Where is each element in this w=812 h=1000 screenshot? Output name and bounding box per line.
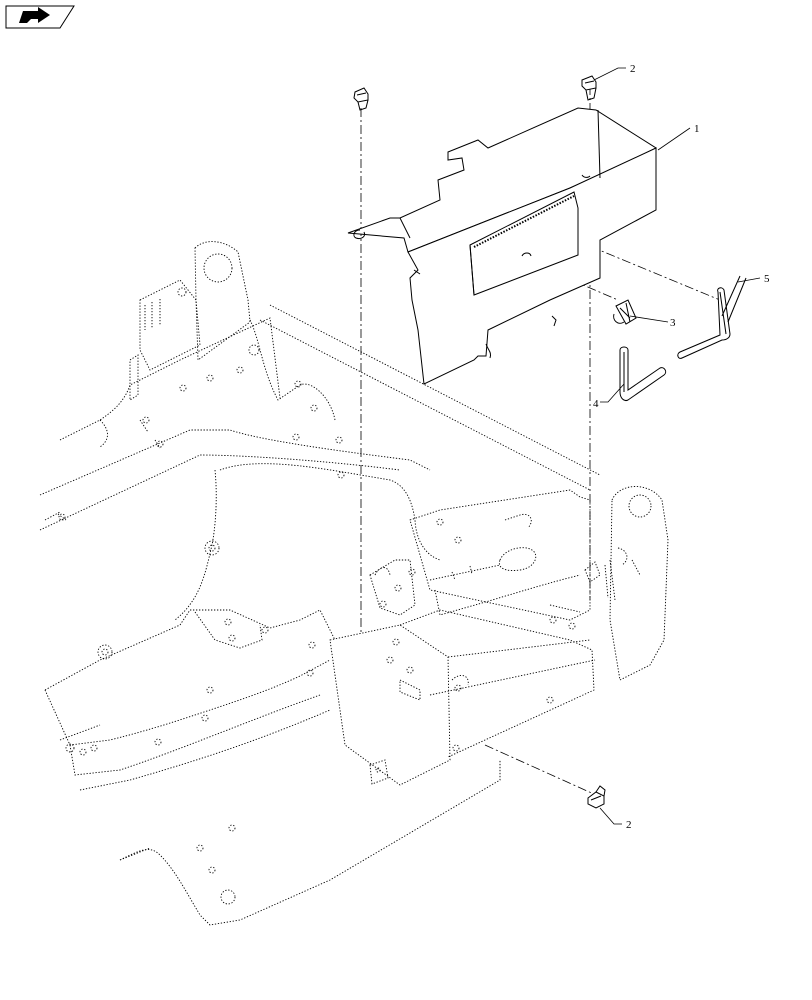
chassis-frame: [39, 241, 669, 926]
callout-4: 4: [593, 383, 625, 410]
callout-label-5: 5: [764, 273, 770, 285]
callout-3: 3: [629, 315, 676, 329]
cover-panel-part-1[interactable]: [347, 107, 658, 385]
callout-label-2-top: 2: [630, 63, 636, 75]
callout-1: 1: [657, 123, 700, 151]
callout-label-1: 1: [694, 123, 700, 135]
callout-5: 5: [737, 273, 770, 285]
clip-part-3[interactable]: [613, 299, 637, 325]
bolt-part-2-right[interactable]: [581, 75, 597, 101]
callout-label-3: 3: [670, 317, 676, 329]
callout-label-2-bottom: 2: [626, 819, 632, 831]
next-page-arrow-icon[interactable]: [5, 5, 75, 29]
rod-part-5[interactable]: [677, 275, 747, 359]
bolt-part-2-left[interactable]: [353, 87, 369, 111]
bolt-part-2-bottom[interactable]: [587, 785, 606, 809]
callout-2-bottom: 2: [599, 807, 632, 831]
callout-label-4: 4: [593, 398, 599, 410]
callout-2-top: 2: [593, 63, 636, 81]
hex-key-part-4[interactable]: [619, 346, 667, 401]
